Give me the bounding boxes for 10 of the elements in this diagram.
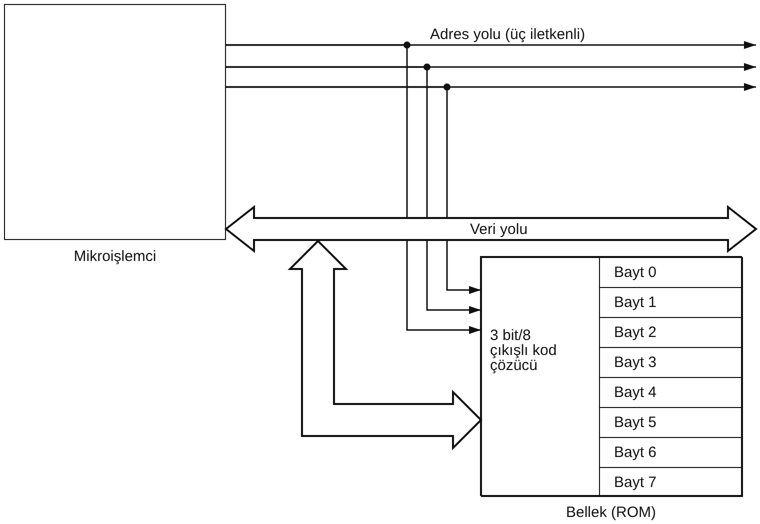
edge-label: Adres yolu (üç iletkenli) <box>428 26 588 43</box>
memory-label: Bellek (ROM) <box>564 504 657 521</box>
edge-label: Veri yolu <box>468 221 530 238</box>
processor-label: Mikroişlemci <box>72 248 158 265</box>
bus-arrow <box>288 240 482 450</box>
memory-byte-row: Bayt 7 <box>599 467 743 497</box>
memory-byte-row: Bayt 0 <box>599 257 743 288</box>
decoder-block: 3 bit/8 çıkışlı kod çözücü <box>481 257 600 497</box>
bus-arrow <box>224 204 758 254</box>
arrow <box>226 86 481 294</box>
